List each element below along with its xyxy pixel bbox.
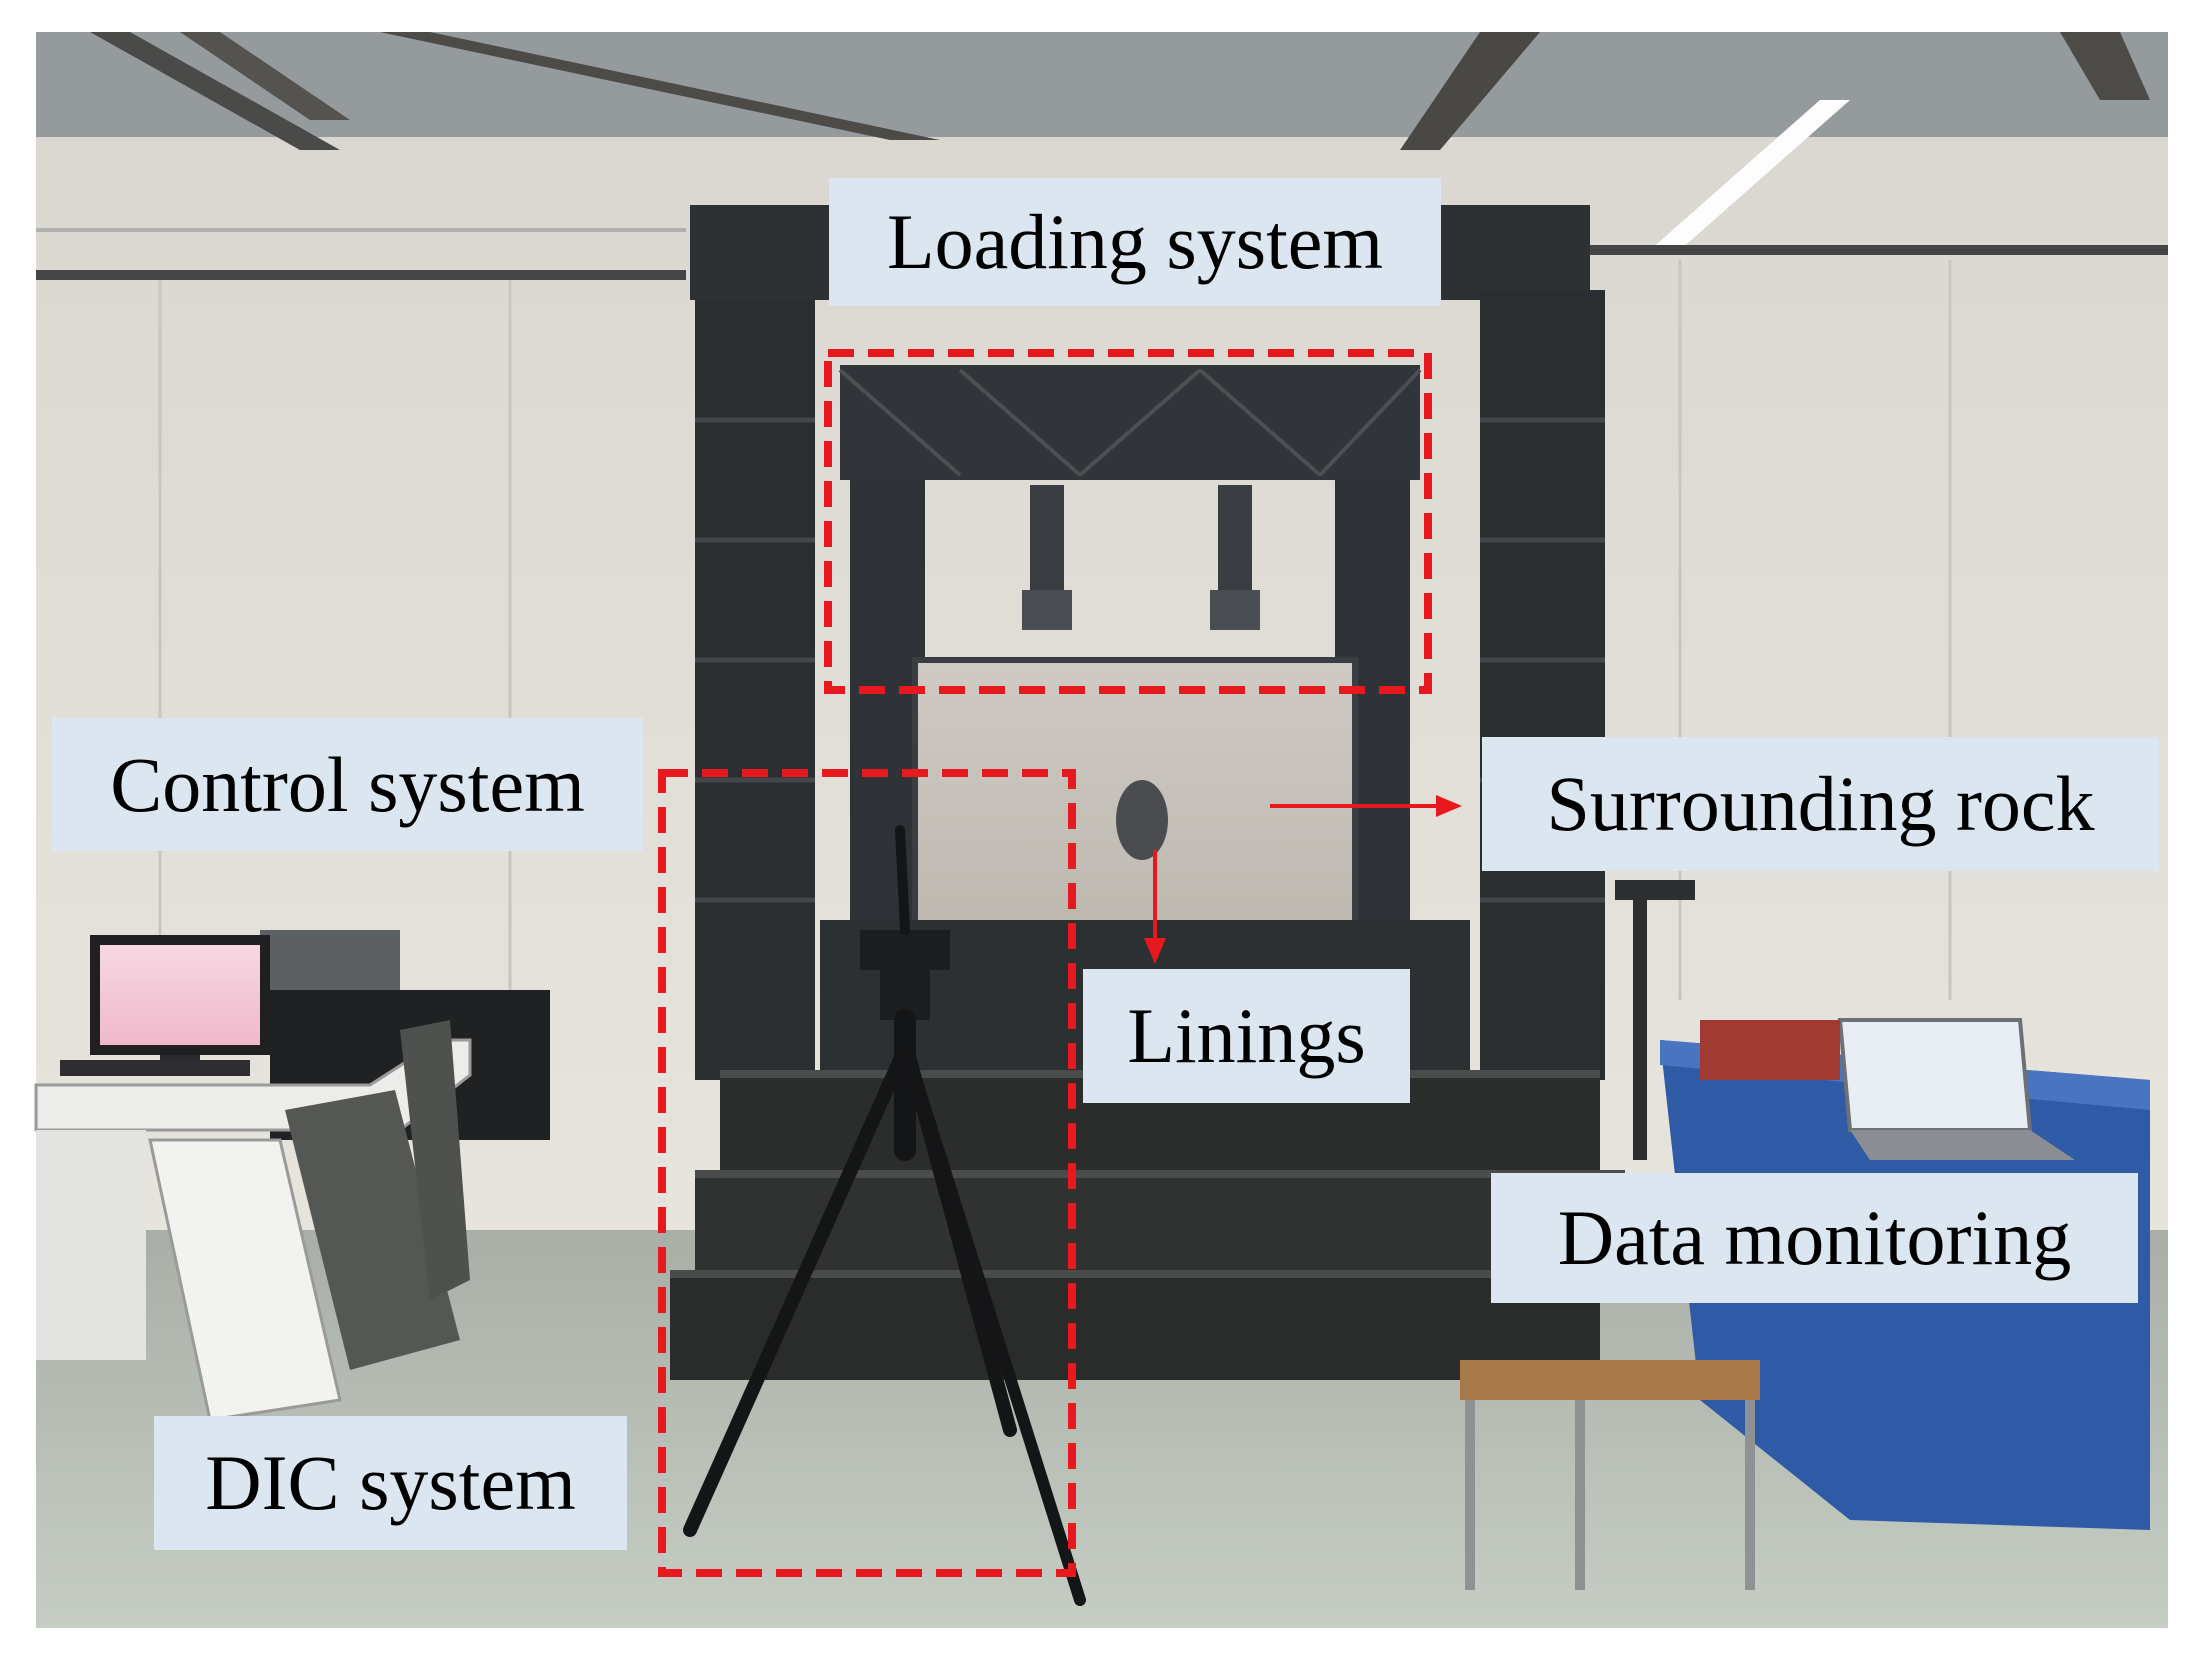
data-monitoring-label: Data monitoring — [1491, 1173, 2138, 1303]
control-station — [34, 930, 550, 1422]
linings-label: Linings — [1083, 969, 1410, 1103]
surrounding-rock-label: Surrounding rock — [1482, 737, 2159, 871]
linings-arrow — [1144, 850, 1166, 964]
dic-tripod — [683, 825, 1086, 1606]
loading-system-label: Loading system — [829, 178, 1441, 306]
dic-system-label: DIC system — [154, 1416, 627, 1550]
loading-system-highlight — [824, 349, 1432, 694]
control-system-label: Control system — [52, 718, 643, 851]
dic-system-highlight — [658, 769, 1076, 1577]
steps — [670, 1070, 1625, 1380]
surrounding-rock-arrow — [1270, 795, 1462, 817]
